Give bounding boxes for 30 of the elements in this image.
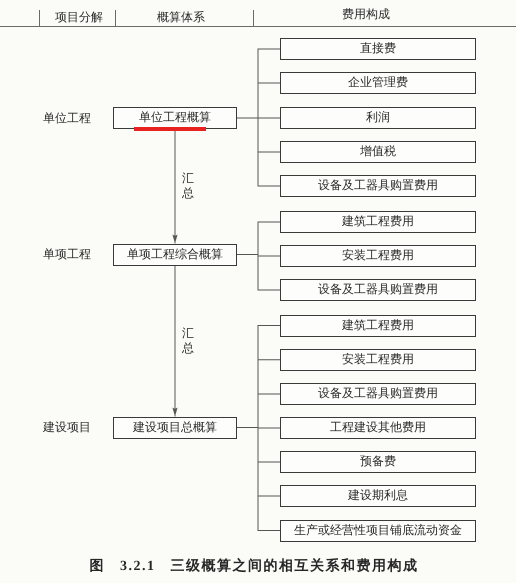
level-label: 单位工程 xyxy=(43,112,91,125)
level-label: 单项工程 xyxy=(43,248,91,262)
edge-label: 汇总 xyxy=(182,326,194,356)
column-heading: 概算体系 xyxy=(157,10,205,24)
column-heading: 费用构成 xyxy=(342,8,390,21)
cost-item-box: 建筑工程费用 xyxy=(280,314,476,336)
estimate-box: 单项工程综合概算 xyxy=(113,244,237,266)
estimate-box: 单位工程概算 xyxy=(113,107,237,129)
arrow xyxy=(172,128,178,244)
arrow xyxy=(172,265,178,417)
column-heading: 项目分解 xyxy=(55,10,103,24)
cost-item-box: 安装工程费用 xyxy=(280,245,476,267)
figure-caption: 图 3.2.1 三级概算之间的相互关系和费用构成 xyxy=(90,558,418,574)
connector-line xyxy=(236,118,280,186)
cost-item-box: 预备费 xyxy=(280,451,476,473)
estimate-box: 建设项目总概算 xyxy=(113,416,237,438)
cost-item-box: 建筑工程费用 xyxy=(280,211,476,233)
cost-item-box: 设备及工器具购置费用 xyxy=(280,175,476,197)
cost-item-box: 生产或经营性项目铺底流动资金 xyxy=(280,520,476,542)
level-label: 建设项目 xyxy=(43,421,91,434)
cost-item-box: 建设期利息 xyxy=(280,485,476,507)
cost-item-box: 设备及工器具购置费用 xyxy=(280,383,476,405)
cost-item-box: 设备及工器具购置费用 xyxy=(280,279,476,301)
cost-item-box: 利润 xyxy=(280,107,476,129)
cost-item-box: 直接费 xyxy=(280,38,476,60)
edge-label: 汇总 xyxy=(182,171,194,202)
cost-item-box: 企业管理费 xyxy=(280,72,476,94)
cost-item-box: 安装工程费用 xyxy=(280,348,476,371)
cost-item-box: 增值税 xyxy=(280,141,476,163)
cost-item-box: 工程建设其他费用 xyxy=(280,417,476,439)
